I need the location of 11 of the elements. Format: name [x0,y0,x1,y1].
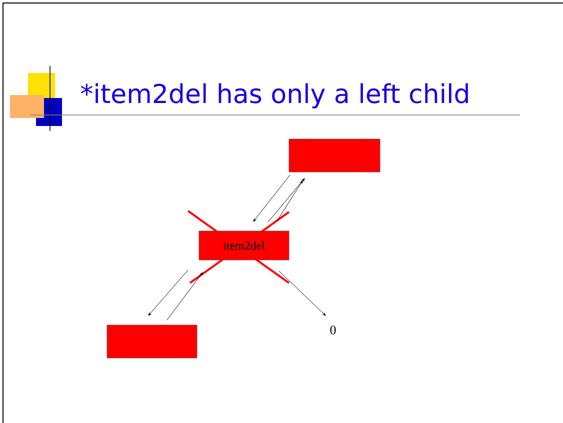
arrow [276,180,303,222]
arrow [268,178,305,222]
empty-box [106,324,198,358]
arrow [148,270,188,316]
node-box: item2del [198,230,290,260]
arrow [253,174,290,222]
title: *item2del has only a left child [80,83,468,108]
arrow [166,272,203,320]
arrow [278,270,326,316]
node-label: 0 [330,326,336,334]
empty-box [288,138,380,172]
